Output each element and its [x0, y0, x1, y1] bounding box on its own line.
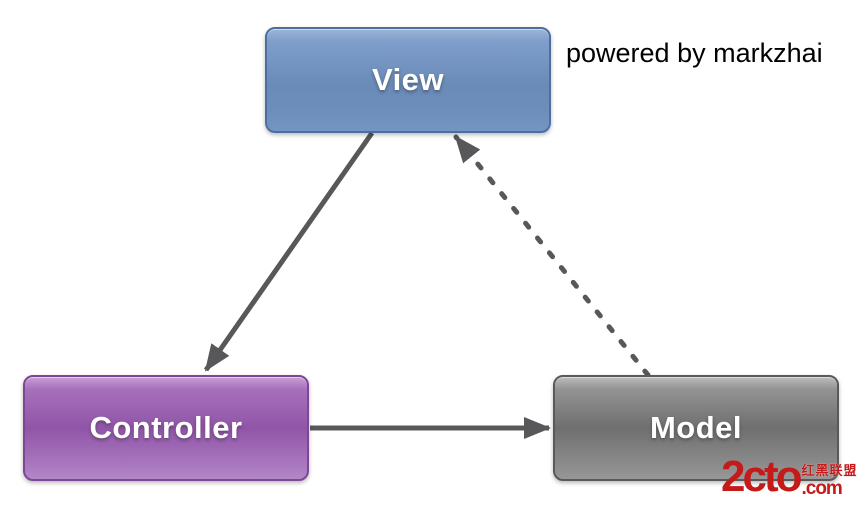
- watermark-logo-text: 2cto: [721, 452, 803, 501]
- edge-model-to-view-dashed: [453, 134, 651, 378]
- node-controller: Controller: [23, 375, 309, 481]
- node-model: Model: [553, 375, 839, 481]
- watermark-domain-suffix: .com: [801, 478, 842, 499]
- watermark-2cto: 2cto 红黑联盟 .com: [721, 452, 858, 501]
- watermark-right-column: 红黑联盟 .com: [801, 464, 857, 498]
- edge-view-to-controller: [203, 131, 375, 372]
- powered-by-caption: powered by markzhai: [566, 38, 823, 68]
- node-controller-label: Controller: [89, 410, 243, 445]
- node-model-label: Model: [649, 410, 743, 445]
- node-view-label: View: [371, 62, 445, 97]
- watermark-site-name: 红黑联盟: [801, 463, 858, 478]
- node-view: View: [265, 27, 551, 133]
